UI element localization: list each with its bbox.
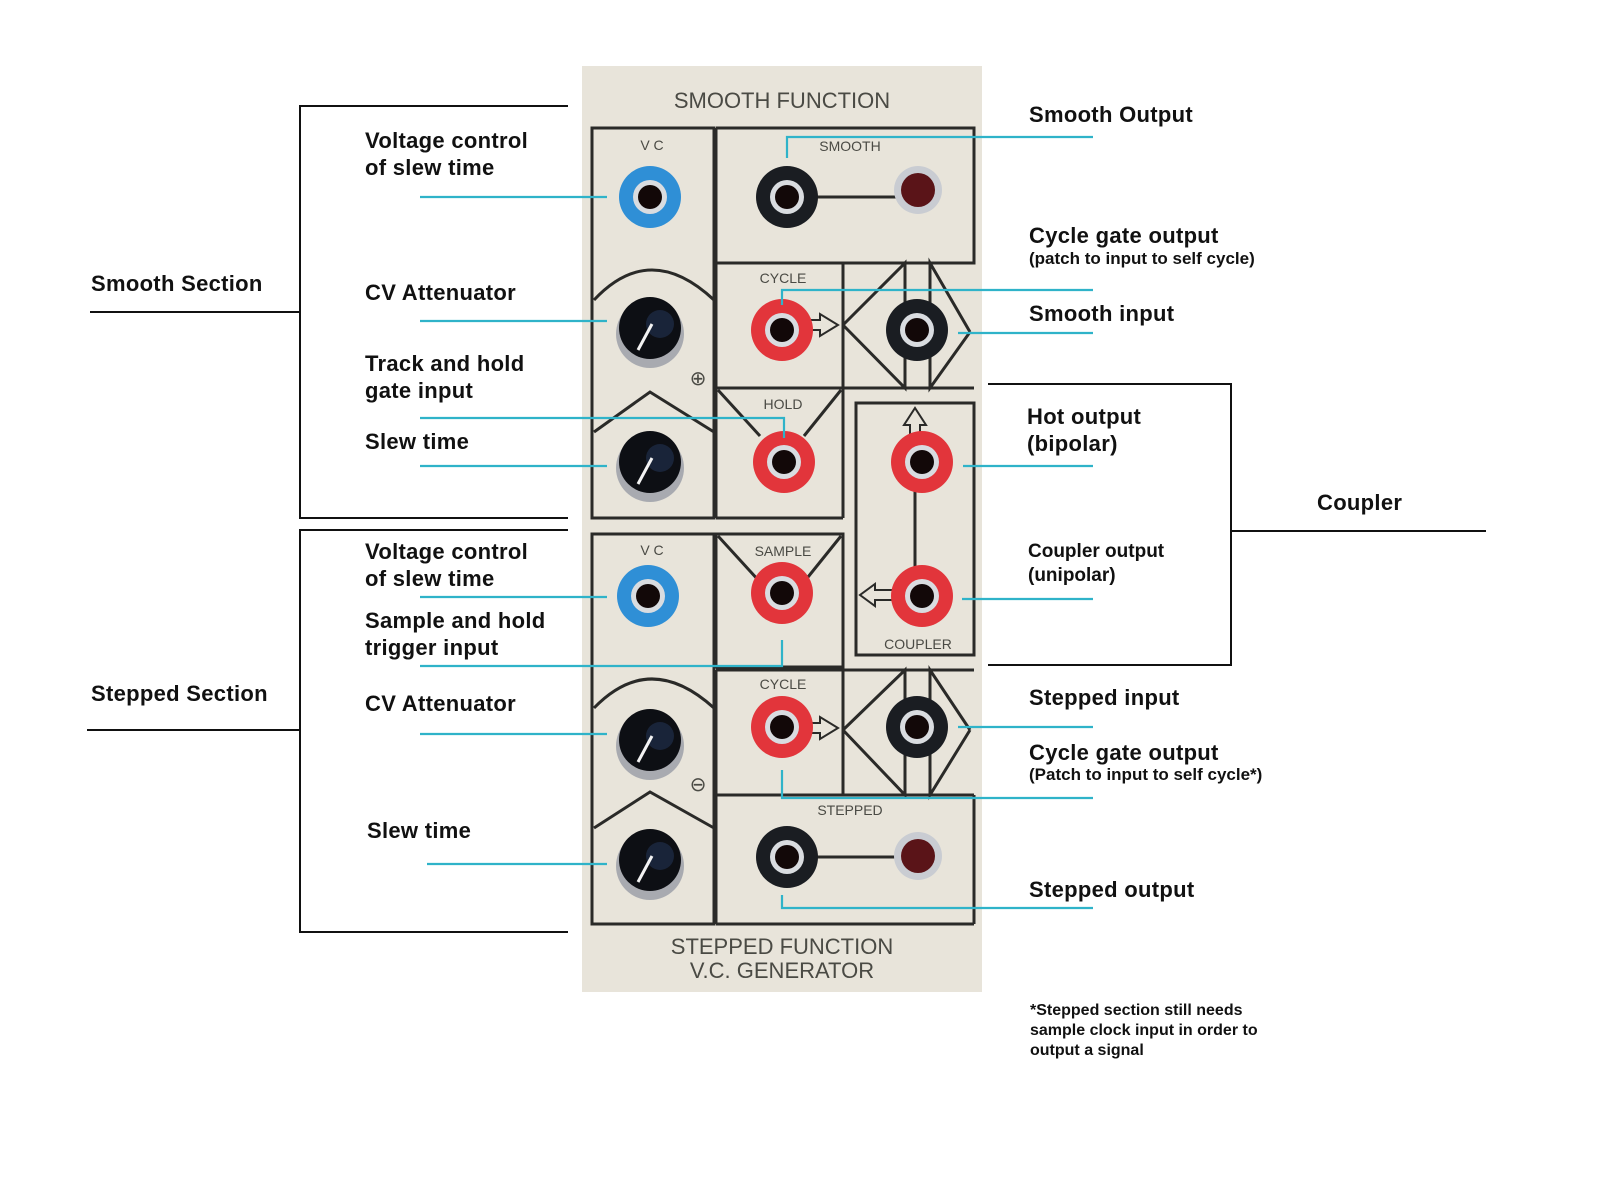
sample-jack[interactable]: [751, 562, 813, 624]
label-smooth-output: Smooth Output: [1029, 102, 1193, 127]
cycle-bottom-jack[interactable]: [751, 696, 813, 758]
panel-title-bottom-1: STEPPED FUNCTION: [670, 934, 894, 959]
smooth-input-jack[interactable]: [886, 299, 948, 361]
stepped-vc-jack[interactable]: [617, 565, 679, 627]
jacks: [617, 166, 953, 888]
panel-label-smooth: SMOOTH: [819, 138, 881, 154]
panel-label-sample: SAMPLE: [754, 543, 812, 559]
panel-title-top: SMOOTH FUNCTION: [673, 88, 891, 113]
label-smooth-slew-time: Slew time: [365, 429, 470, 454]
smooth-slew-time-knob[interactable]: [616, 431, 684, 502]
hot-output-jack[interactable]: [891, 431, 953, 493]
group-label-smooth-section: Smooth Section: [91, 271, 263, 296]
label-smooth-vc-2: of slew time: [365, 155, 495, 180]
stepped-output-jack[interactable]: [756, 826, 818, 888]
smooth-output-jack[interactable]: [756, 166, 818, 228]
group-label-stepped-section: Stepped Section: [91, 681, 268, 706]
hold-jack[interactable]: [753, 431, 815, 493]
panel-label-cycle-top: CYCLE: [759, 270, 807, 286]
knobs: [616, 297, 684, 900]
label-hot-output-2: (bipolar): [1027, 431, 1118, 456]
panel-label-hold: HOLD: [763, 396, 803, 412]
panel-title-bottom-2: V.C. GENERATOR: [689, 958, 875, 983]
label-stepped-output: Stepped output: [1029, 877, 1195, 902]
label-stepped-input: Stepped input: [1029, 685, 1180, 710]
label-stepped-cv-attenuator: CV Attenuator: [365, 691, 516, 716]
coupler-bracket: [988, 383, 1232, 666]
label-track-hold-1: Track and hold: [365, 351, 525, 376]
label-sample-hold-2: trigger input: [365, 635, 499, 660]
label-cycle-gate-top-sub: (patch to input to self cycle): [1029, 249, 1255, 268]
smooth-cv-attenuator-knob[interactable]: [616, 297, 684, 368]
label-coupler-output-1: Coupler output: [1028, 541, 1165, 562]
label-cycle-gate-top: Cycle gate output: [1029, 223, 1219, 248]
knob-pointer: [636, 457, 654, 485]
label-track-hold-2: gate input: [365, 378, 474, 403]
leader-lines: [420, 135, 1093, 910]
section-brackets: [87, 105, 1486, 933]
stepped-slew-time-knob[interactable]: [616, 829, 684, 900]
footnote-line-3: output a signal: [1030, 1042, 1144, 1059]
panel-label-vc-bottom: V C: [640, 542, 664, 558]
label-stepped-slew-time: Slew time: [367, 818, 472, 843]
panel-label-stepped: STEPPED: [817, 802, 883, 818]
coupler-output-jack[interactable]: [891, 565, 953, 627]
footnote-line-1: *Stepped section still needs: [1030, 1002, 1243, 1019]
stepped-cv-attenuator-knob[interactable]: [616, 709, 684, 780]
label-stepped-vc-2: of slew time: [365, 566, 495, 591]
knob-pointer: [636, 735, 654, 763]
label-smooth-vc-1: Voltage control: [365, 128, 528, 153]
label-stepped-vc-1: Voltage control: [365, 539, 528, 564]
label-coupler-output-2: (unipolar): [1028, 565, 1116, 586]
label-smooth-input: Smooth input: [1029, 301, 1175, 326]
panel-label-vc-top: V C: [640, 137, 664, 153]
panel-label-coupler: COUPLER: [884, 636, 952, 652]
stepped-input-jack[interactable]: [886, 696, 948, 758]
label-cycle-gate-bottom-sub: (Patch to input to self cycle*): [1029, 765, 1263, 784]
stepped-led-icon: [894, 832, 942, 880]
panel-label-cycle-bottom: CYCLE: [759, 676, 807, 692]
cycle-top-jack[interactable]: [751, 299, 813, 361]
knob-pointer: [636, 855, 654, 883]
plus-icon: ⊕: [689, 368, 707, 390]
label-hot-output-1: Hot output: [1027, 404, 1142, 429]
label-sample-hold-1: Sample and hold: [365, 608, 546, 633]
group-label-coupler: Coupler: [1317, 490, 1403, 515]
minus-icon: ⊖: [689, 774, 707, 796]
label-cycle-gate-bottom: Cycle gate output: [1029, 740, 1219, 765]
label-smooth-cv-attenuator: CV Attenuator: [365, 280, 516, 305]
smooth-vc-jack[interactable]: [619, 166, 681, 228]
footnote-line-2: sample clock input in order to: [1030, 1022, 1258, 1039]
smooth-led-icon: [894, 166, 942, 214]
knob-pointer: [636, 323, 654, 351]
